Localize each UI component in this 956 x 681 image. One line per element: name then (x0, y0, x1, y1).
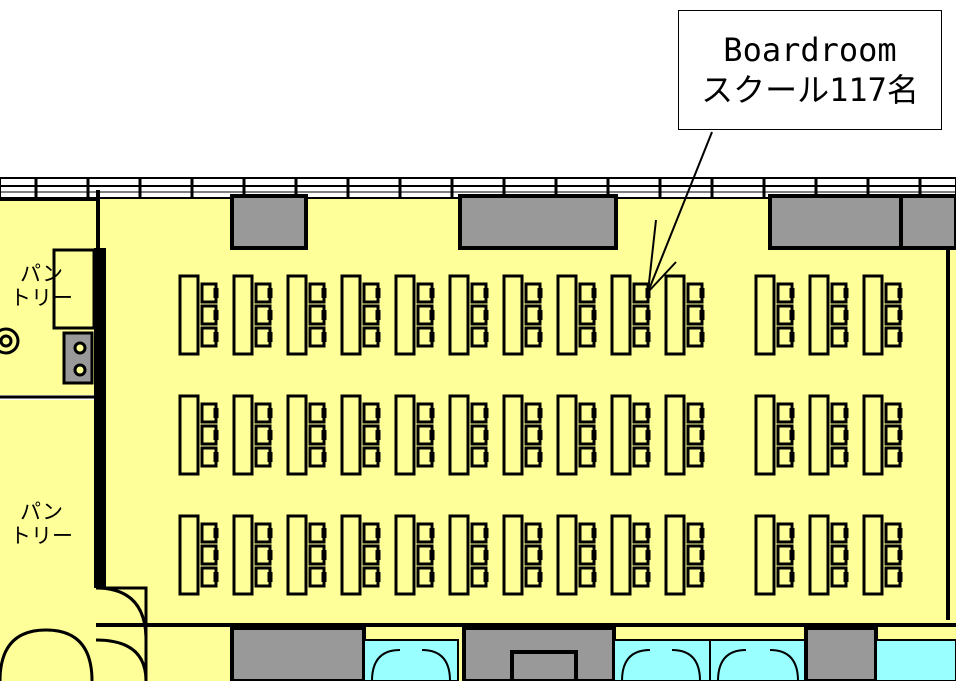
layout-capacity: スクール117名 (701, 71, 919, 109)
top-pillars (230, 194, 956, 250)
desk-r1-c3 (286, 274, 327, 356)
desk-r3-c8 (556, 514, 597, 596)
desk-r1-c11 (754, 274, 795, 356)
desk-r2-c11 (754, 394, 795, 476)
desk-r1-c4 (340, 274, 381, 356)
desk-r2-c12 (808, 394, 849, 476)
desk-r3-c3 (286, 514, 327, 596)
desk-r1-c7 (502, 274, 543, 356)
pantry-upper-label: パン トリー (10, 262, 73, 310)
desk-r3-c7 (502, 514, 543, 596)
desk-r1-c6 (448, 274, 489, 356)
desk-r1-c5 (394, 274, 435, 356)
desk-r2-c9 (610, 394, 651, 476)
entry-doors (0, 586, 148, 681)
room-name: Boardroom (723, 31, 897, 69)
pillar-1 (230, 194, 308, 250)
desk-r1-c10 (664, 274, 705, 356)
desk-r2-c7 (502, 394, 543, 476)
pantry-lower-floor (0, 400, 96, 681)
pantry-fixtures (0, 248, 96, 385)
school-seating (178, 274, 903, 596)
desk-r2-c6 (448, 394, 489, 476)
desk-r1-c9 (610, 274, 651, 356)
pantry-sink (0, 327, 20, 355)
desk-r3-c1 (178, 514, 219, 596)
room-callout: Boardroom スクール117名 (678, 10, 942, 130)
desk-r1-c8 (556, 274, 597, 356)
desk-r2-c2 (232, 394, 273, 476)
desk-r3-c10 (664, 514, 705, 596)
desk-r3-c9 (610, 514, 651, 596)
desk-r3-c4 (340, 514, 381, 596)
desk-r2-c1 (178, 394, 219, 476)
pillar-2 (458, 194, 618, 250)
desk-r3-c12 (808, 514, 849, 596)
desk-r2-c3 (286, 394, 327, 476)
bottom-structure (230, 626, 956, 681)
walls (0, 190, 956, 627)
desk-r3-c6 (448, 514, 489, 596)
desk-r2-c13 (862, 394, 903, 476)
desk-r1-c1 (178, 274, 219, 356)
desk-r3-c13 (862, 514, 903, 596)
callout-leader (647, 131, 713, 293)
desk-r2-c8 (556, 394, 597, 476)
pantry-lower-label: パン トリー (10, 500, 73, 548)
desk-r3-c2 (232, 514, 273, 596)
desk-r3-c5 (394, 514, 435, 596)
desk-r3-c11 (754, 514, 795, 596)
desk-r2-c5 (394, 394, 435, 476)
desk-r1-c2 (232, 274, 273, 356)
desk-r1-c12 (808, 274, 849, 356)
desk-r1-c13 (862, 274, 903, 356)
desk-r2-c4 (340, 394, 381, 476)
desk-r2-c10 (664, 394, 705, 476)
